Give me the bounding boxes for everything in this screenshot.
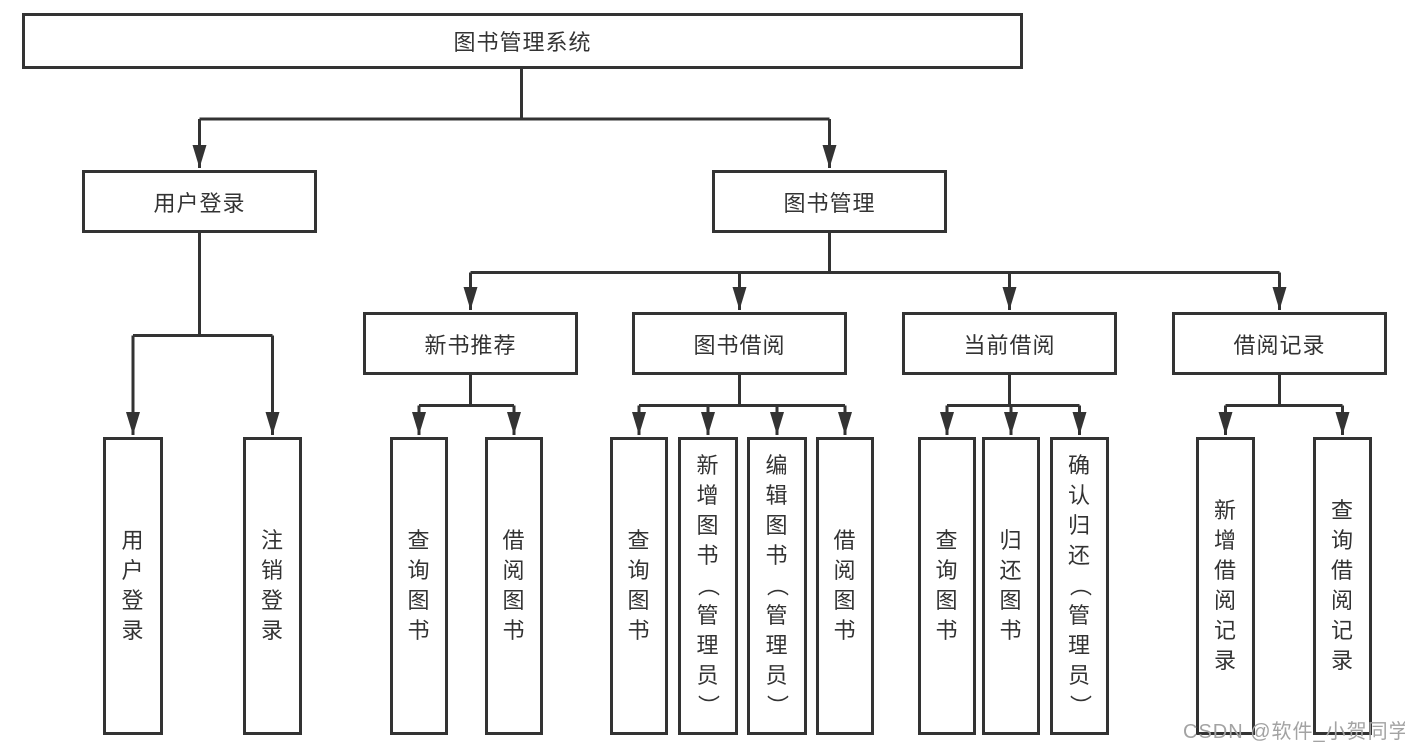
- node-label: 当前借阅: [963, 332, 1056, 358]
- leaf-label: 新增图书（管理员）: [695, 453, 721, 718]
- node-label: 图书管理: [783, 190, 876, 216]
- csdn-watermark: CSDN @软件_小贺同学: [1183, 721, 1405, 743]
- leaf-label: 编辑图书（管理员）: [764, 453, 790, 718]
- node-label: 借阅记录: [1233, 332, 1326, 358]
- node-borrow-records: 借阅记录: [1172, 312, 1387, 375]
- node-library-management-system: 图书管理系统: [22, 13, 1023, 69]
- leaf-br-add-record: 新增借阅记录: [1196, 437, 1255, 735]
- leaf-label: 借阅图书: [502, 528, 526, 643]
- leaf-bb-borrow-book: 借阅图书: [816, 437, 874, 735]
- leaf-nb-borrow-book: 借阅图书: [485, 437, 543, 735]
- leaf-bb-query-book: 查询图书: [610, 437, 668, 735]
- leaf-br-query-record: 查询借阅记录: [1313, 437, 1372, 735]
- node-book-management: 图书管理: [712, 170, 947, 233]
- leaf-cb-return-book: 归还图书: [982, 437, 1040, 735]
- node-user-login: 用户登录: [82, 170, 317, 233]
- leaf-label: 注销登录: [260, 528, 284, 643]
- leaf-label: 新增借阅记录: [1213, 498, 1237, 673]
- node-label: 新书推荐: [424, 332, 517, 358]
- node-book-borrow: 图书借阅: [632, 312, 847, 375]
- leaf-logout: 注销登录: [243, 437, 302, 735]
- leaf-bb-add-book-admin: 新增图书（管理员）: [678, 437, 738, 735]
- leaf-nb-query-book: 查询图书: [390, 437, 448, 735]
- leaf-label: 查询图书: [627, 528, 651, 643]
- node-current-borrow: 当前借阅: [902, 312, 1117, 375]
- leaf-label: 借阅图书: [833, 528, 857, 643]
- leaf-label: 查询图书: [407, 528, 431, 643]
- leaf-cb-confirm-return-admin: 确认归还（管理员）: [1050, 437, 1109, 735]
- node-label: 图书借阅: [693, 332, 786, 358]
- leaf-cb-query-book: 查询图书: [918, 437, 976, 735]
- leaf-user-login: 用户登录: [103, 437, 163, 735]
- leaf-bb-edit-book-admin: 编辑图书（管理员）: [747, 437, 807, 735]
- leaf-label: 用户登录: [121, 528, 145, 643]
- leaf-label: 查询图书: [935, 528, 959, 643]
- leaf-label: 查询借阅记录: [1330, 498, 1354, 673]
- leaf-label: 确认归还（管理员）: [1067, 453, 1093, 718]
- node-label: 用户登录: [153, 190, 246, 216]
- leaf-label: 归还图书: [999, 528, 1023, 643]
- node-new-book-recommend: 新书推荐: [363, 312, 578, 375]
- node-label: 图书管理系统: [453, 30, 592, 55]
